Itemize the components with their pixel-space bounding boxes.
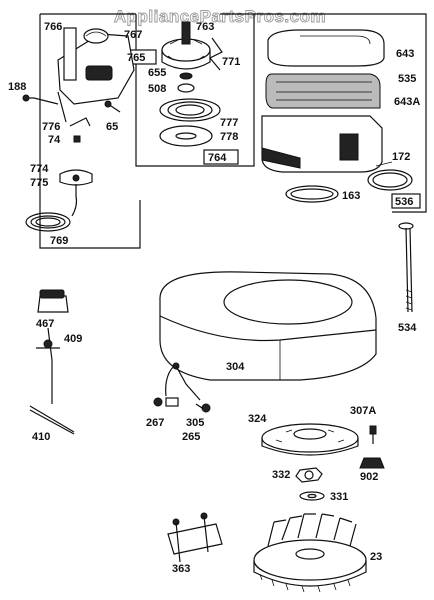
control-lever-409 [36, 327, 60, 404]
starter-rope-775 [71, 184, 78, 217]
wire-265 [165, 365, 175, 397]
label-774: 774 [30, 163, 49, 175]
label-764: 764 [208, 152, 227, 164]
air-cleaner-group [254, 13, 427, 213]
housing-post [63, 27, 77, 81]
washer-331 [299, 491, 325, 501]
label-777: 777 [220, 117, 238, 129]
rewind-spring-777 [159, 98, 221, 122]
label-775: 775 [30, 177, 48, 189]
label-172: 172 [392, 151, 410, 163]
blower-housing-304 [159, 271, 377, 381]
label-763: 763 [196, 21, 214, 33]
label-771: 771 [222, 56, 240, 68]
starter-subgroup-764-bracket [135, 13, 255, 167]
label-410: 410 [32, 431, 50, 443]
bolt-534 [398, 222, 414, 313]
label-534: 534 [398, 322, 417, 334]
label-363: 363 [172, 563, 190, 575]
label-643: 643 [396, 48, 414, 60]
label-74: 74 [48, 134, 61, 146]
part-labels: 766 767 763 765 771 655 508 777 778 764 … [8, 21, 420, 575]
label-535: 535 [398, 73, 416, 85]
label-467: 467 [36, 318, 54, 330]
flywheel-nut-332 [295, 467, 323, 483]
foam-element-535 [265, 73, 381, 109]
label-267: 267 [146, 417, 164, 429]
blower-housing-opening [223, 279, 353, 325]
starter-rope-769 [25, 212, 71, 232]
label-324: 324 [248, 413, 267, 425]
label-box-764 [203, 149, 239, 165]
starter-housing-window [85, 65, 113, 81]
watermark-text: AppliancePartsPros.com [114, 7, 326, 26]
label-766: 766 [44, 21, 62, 33]
mounting-bracket-363 [167, 512, 223, 563]
spring-cup-778 [159, 125, 213, 147]
label-188: 188 [8, 81, 26, 93]
screw-305 [195, 403, 211, 413]
screw-307a [369, 425, 377, 444]
label-304: 304 [226, 361, 245, 373]
label-902: 902 [360, 471, 378, 483]
retainer-655 [179, 72, 193, 80]
air-cleaner-bracket [254, 13, 427, 213]
label-778: 778 [220, 131, 238, 143]
label-65: 65 [106, 121, 118, 133]
washer-508 [177, 83, 195, 93]
label-508: 508 [148, 83, 166, 95]
label-331: 331 [330, 491, 348, 503]
label-307a: 307A [350, 405, 376, 417]
control-knob-467 [37, 289, 69, 313]
label-765: 765 [127, 52, 145, 64]
gasket-163 [285, 185, 339, 203]
label-163: 163 [342, 190, 360, 202]
label-23: 23 [370, 551, 382, 563]
label-305: 305 [186, 417, 204, 429]
air-cleaner-cover-643 [267, 29, 385, 67]
label-536: 536 [395, 196, 413, 208]
label-265: 265 [182, 431, 200, 443]
recoil-starter-group [22, 13, 255, 249]
label-776: 776 [42, 121, 60, 133]
pulley-pin-763 [181, 21, 191, 45]
label-332: 332 [272, 469, 290, 481]
label-655: 655 [148, 67, 166, 79]
label-767: 767 [124, 29, 142, 41]
air-cleaner-duct [261, 147, 301, 169]
nut-902 [359, 457, 385, 469]
screw-74 [73, 135, 81, 143]
label-643a: 643A [394, 96, 420, 108]
flywheel-23 [253, 513, 367, 593]
label-box-536 [391, 193, 421, 209]
governor-link-410 [29, 405, 75, 435]
spring-771 [209, 37, 223, 71]
label-769: 769 [50, 235, 68, 247]
clip-776 [69, 117, 91, 127]
rotating-screen-324 [261, 423, 359, 456]
spring-washer-767 [83, 28, 109, 44]
label-409: 409 [64, 333, 82, 345]
screw-267 [153, 397, 179, 407]
gasket-172 [367, 169, 413, 191]
starter-group-bracket [39, 14, 141, 249]
